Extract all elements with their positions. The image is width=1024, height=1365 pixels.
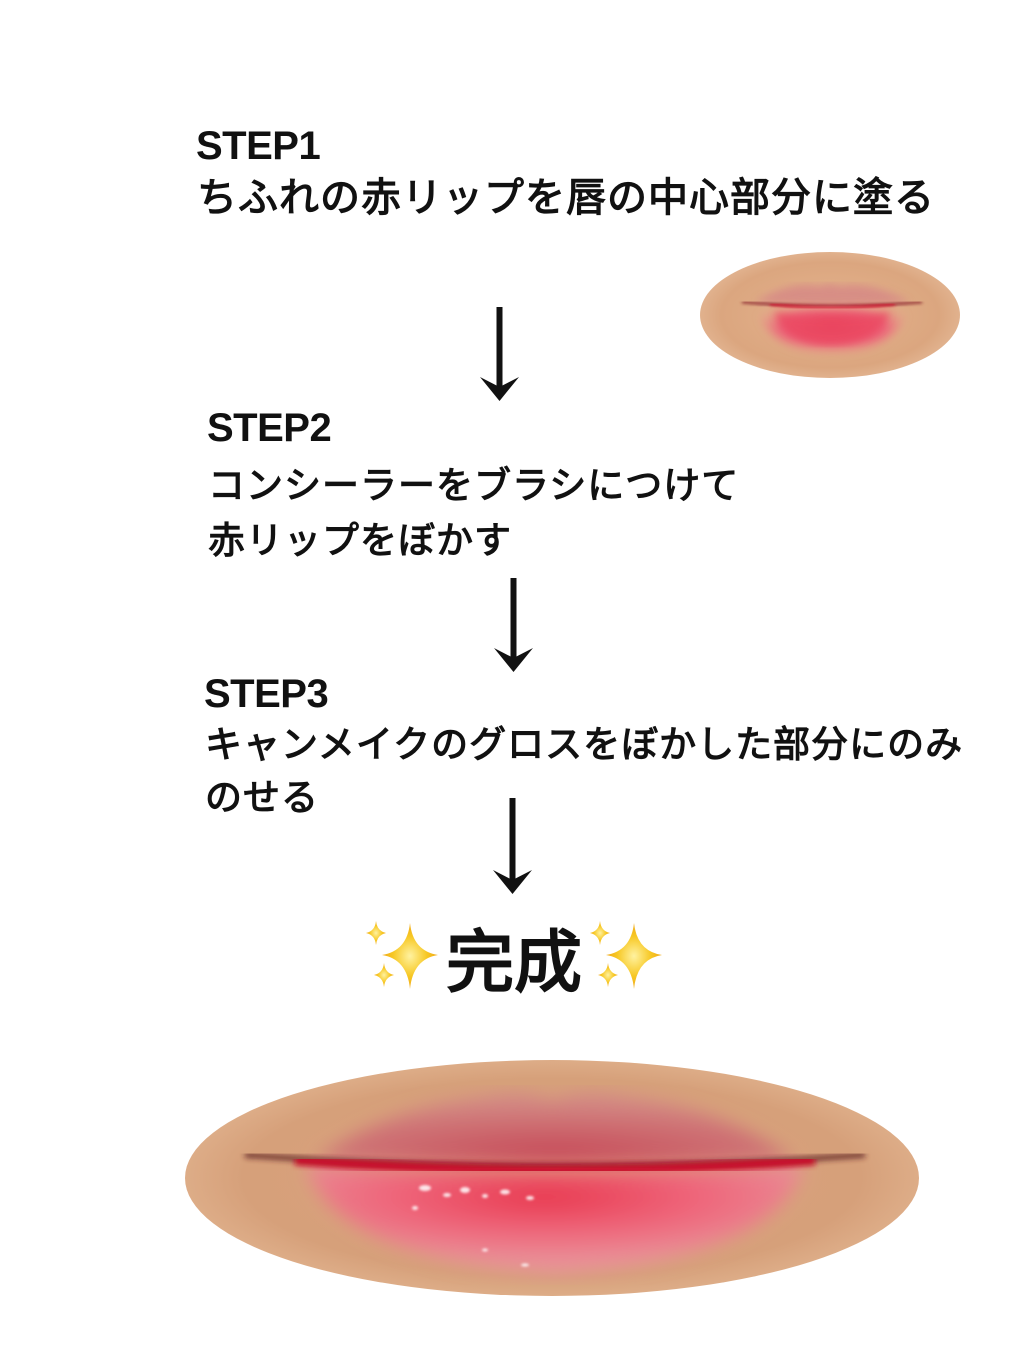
arrow-down-icon	[491, 796, 535, 896]
arrow-down-icon	[492, 576, 536, 674]
step3-title: STEP3	[204, 672, 329, 716]
lips-final-image	[185, 1060, 919, 1296]
step3-text-line2: のせる	[205, 776, 319, 819]
final-lip-photo	[185, 1060, 919, 1296]
step2-text-line2: 赤リップをぼかす	[208, 519, 512, 562]
arrow-down-icon	[478, 305, 522, 403]
result-label: 完成	[446, 924, 583, 1003]
step1-text: ちふれの赤リップを唇の中心部分に塗る	[197, 175, 935, 221]
lips-step1-image	[700, 252, 960, 378]
sparkles-icon	[362, 915, 442, 1013]
step2-text-line1: コンシーラーをブラシにつけて	[208, 464, 740, 507]
step2-title: STEP2	[207, 406, 332, 450]
result-heading: 完成	[362, 915, 666, 1013]
step1-lip-photo	[700, 252, 960, 378]
sparkles-icon	[586, 915, 666, 1013]
step3-text-line1: キャンメイクのグロスをぼかした部分にのみ	[205, 723, 964, 766]
step1-title: STEP1	[196, 124, 321, 168]
